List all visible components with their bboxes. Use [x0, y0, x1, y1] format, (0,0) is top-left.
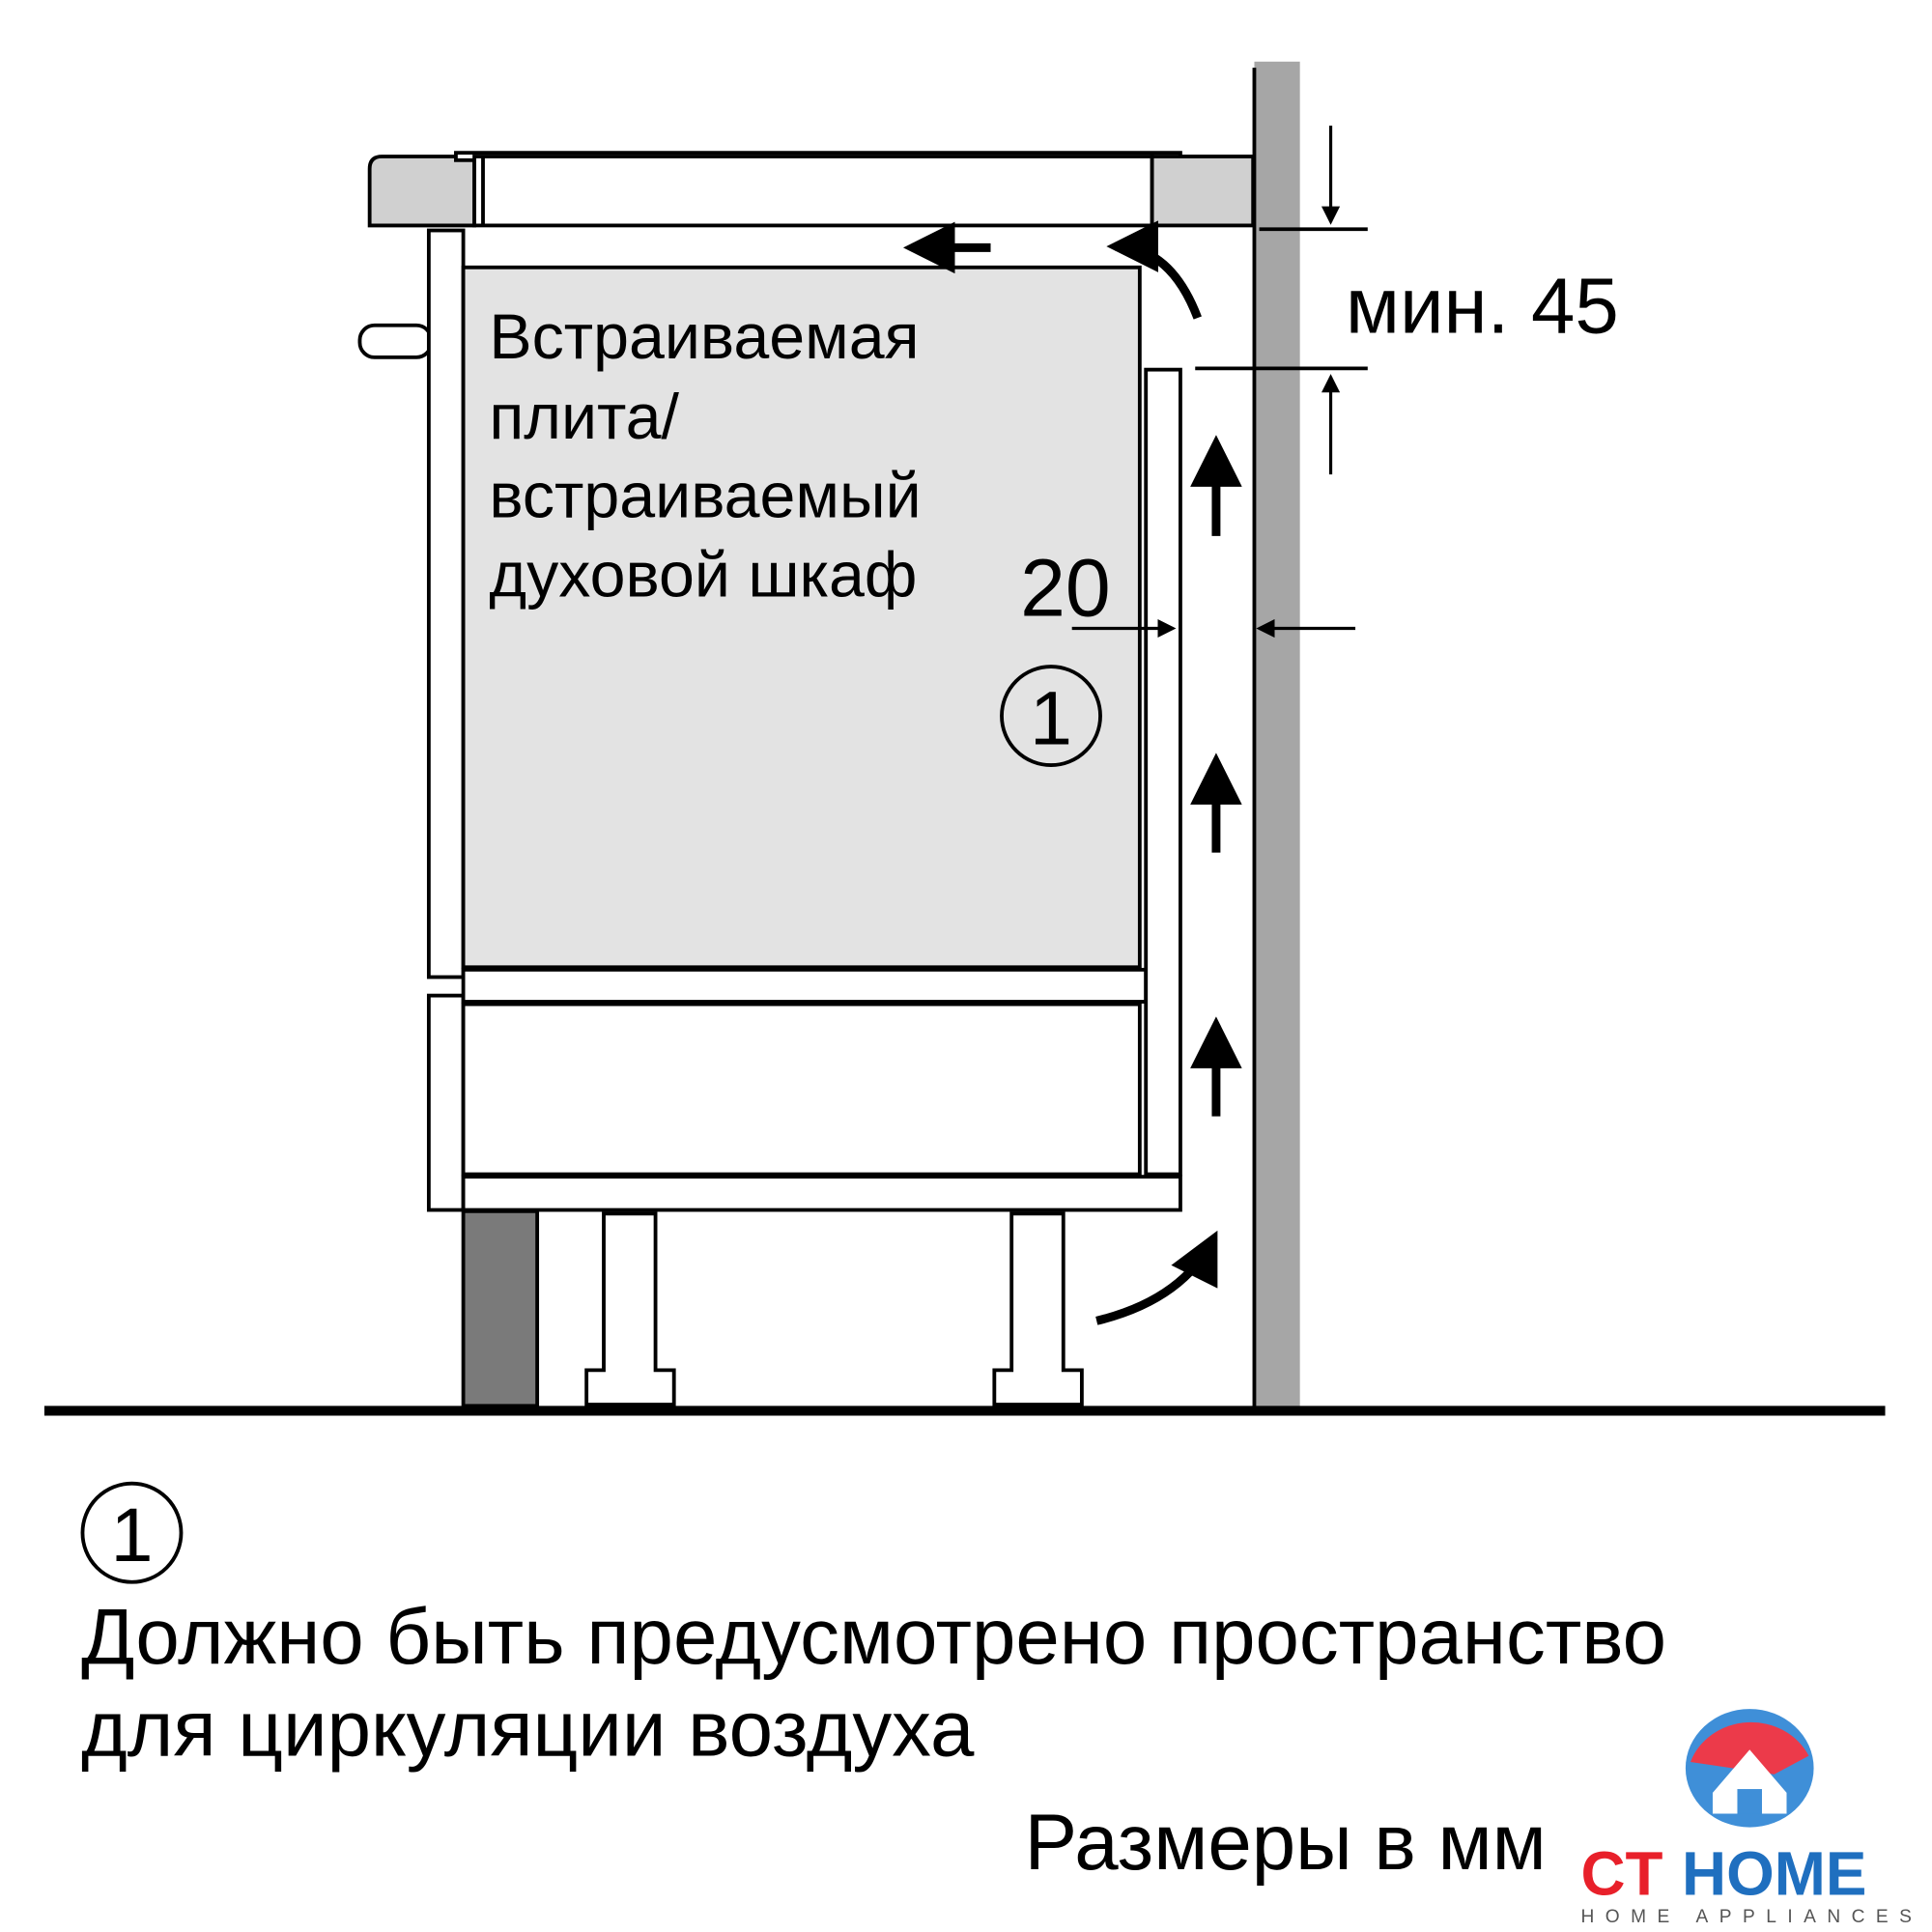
wall [1252, 61, 1300, 1407]
appliance-label-line-1: Встраиваемая [489, 301, 919, 373]
legend-circle [80, 1481, 184, 1584]
logo-ct: CT [1580, 1839, 1662, 1909]
side-gap-dimension: 20 [1020, 543, 1111, 634]
cthome-logo: CT HOME HOME APPLIANCES [1580, 1709, 1922, 1927]
logo-tagline: HOME APPLIANCES [1580, 1907, 1922, 1927]
logo-home: HOME [1682, 1839, 1866, 1909]
dimension-lines [1071, 126, 1368, 639]
legend-line-1: Должно быть предусмотрено пространство [81, 1593, 1666, 1681]
top-gap-dimension: мин. 45 [1346, 262, 1619, 350]
callout-number: 1 [1030, 674, 1072, 760]
appliance-label-line-3: встраиваемый [489, 461, 921, 532]
countertop [367, 151, 1256, 228]
legend-number: 1 [110, 1492, 153, 1577]
cabinet [357, 228, 1182, 1408]
callout-circle [1000, 665, 1102, 768]
oven-body [461, 265, 1142, 970]
appliance-label-line-2: плита/ [489, 382, 679, 453]
airflow-arrows [902, 220, 1242, 1325]
legend-line-2: для циркуляции воздуха [81, 1686, 975, 1774]
units-note: Размеры в мм [1025, 1799, 1547, 1887]
appliance-label-line-4: духовой шкаф [489, 539, 917, 611]
